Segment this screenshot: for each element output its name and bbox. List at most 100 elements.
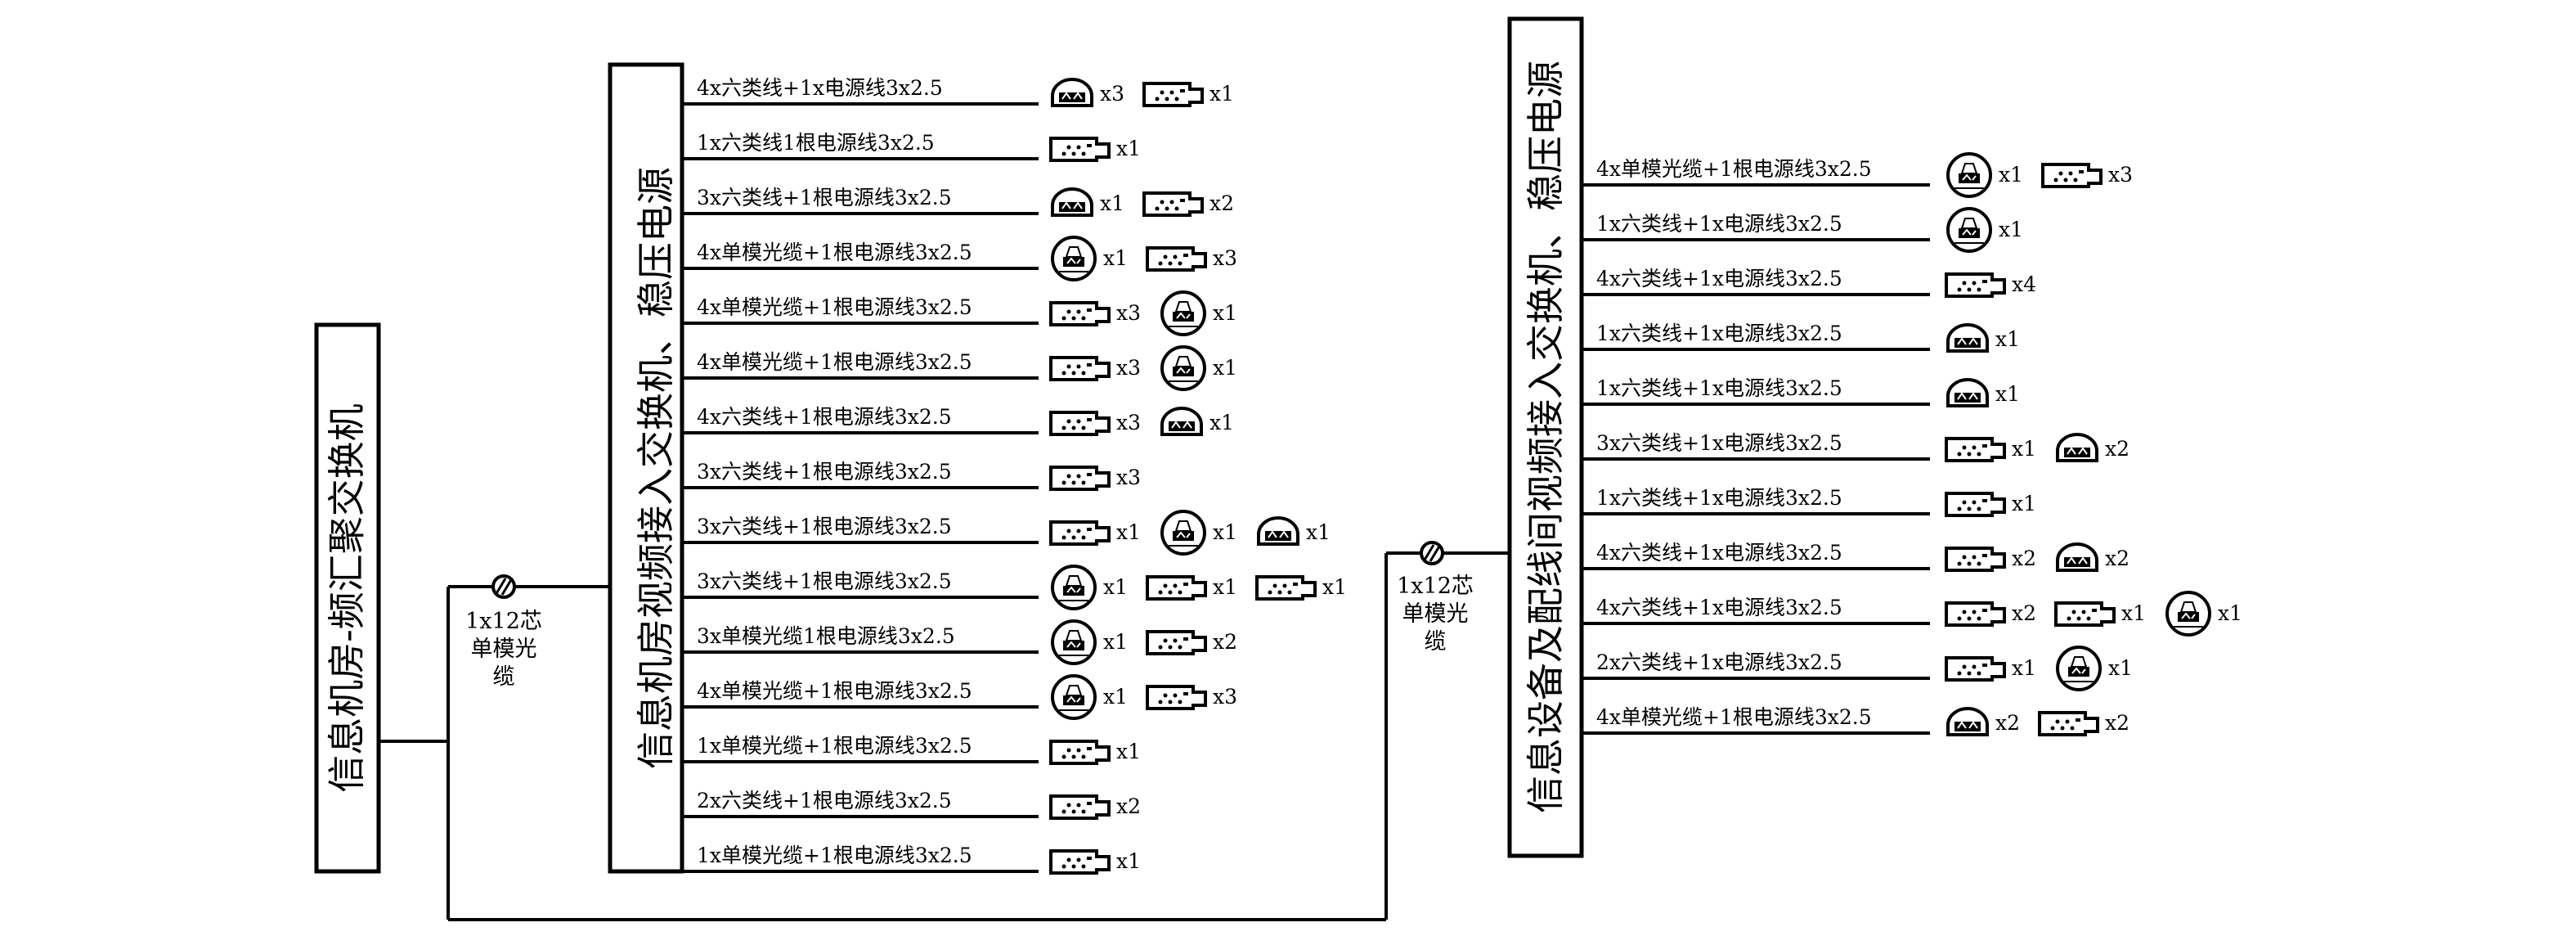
fiber-link-label-2: 单模光 xyxy=(1402,601,1469,627)
device-count: x1 xyxy=(1213,356,1237,380)
device-count: x4 xyxy=(2012,272,2036,296)
device-count: x2 xyxy=(2012,601,2036,625)
fiber-link-1: 1x12芯 单模光 缆 xyxy=(465,574,542,690)
cable-spec-label: 4x六类线+1x电源线3x2.5 xyxy=(1596,267,1842,290)
device-count: x1 xyxy=(1999,218,2023,241)
device-count: x1 xyxy=(1103,630,1128,654)
dome-camera-icon xyxy=(1051,78,1093,107)
cable-row: 1x六类线+1x电源线3x2.5 x1 xyxy=(1582,207,2023,253)
cable-spec-label: 4x六类线+1x电源线3x2.5 xyxy=(1596,596,1842,619)
device-count: x2 xyxy=(2105,437,2129,461)
cable-row: 4x单模光缆+1根电源线3x2.5 x1 x3 xyxy=(682,236,1237,281)
cable-spec-label: 1x六类线+1x电源线3x2.5 xyxy=(1596,376,1842,400)
bullet-camera-icon xyxy=(2054,601,2116,627)
device-count: x3 xyxy=(1213,246,1237,270)
bullet-camera-icon xyxy=(1945,601,2006,627)
device-count: x3 xyxy=(1213,685,1237,709)
device-count: x2 xyxy=(1995,711,2020,735)
fiber-link-2: 1x12芯 单模光 缆 xyxy=(1397,541,1474,655)
device-count: x3 xyxy=(1116,466,1141,489)
cable-spec-label: 1x六类线+1x电源线3x2.5 xyxy=(1596,322,1842,345)
cable-spec-label: 3x六类线+1根电源线3x2.5 xyxy=(697,460,952,484)
bullet-camera-icon xyxy=(1049,849,1111,875)
bullet-camera-icon xyxy=(1945,272,2006,298)
fiber-link-label-3: 缆 xyxy=(493,664,515,690)
cable-spec-label: 2x六类线+1x电源线3x2.5 xyxy=(1596,650,1842,674)
device-count: x2 xyxy=(2105,547,2129,570)
fiber-splice-icon xyxy=(491,574,516,599)
ptz-camera-icon xyxy=(2165,591,2211,637)
device-count: x1 xyxy=(1209,411,1234,434)
device-count: x1 xyxy=(1306,520,1331,544)
device-count: x1 xyxy=(1209,82,1234,106)
bullet-camera-icon xyxy=(2038,711,2099,736)
ptz-camera-icon xyxy=(1160,345,1206,391)
device-count: x3 xyxy=(2108,163,2133,187)
ptz-camera-icon xyxy=(1051,619,1097,665)
cable-spec-label: 3x六类线+1根电源线3x2.5 xyxy=(697,186,952,209)
bullet-camera-icon xyxy=(1255,575,1317,601)
cable-spec-label: 4x单模光缆+1根电源线3x2.5 xyxy=(697,241,972,264)
cable-spec-label: 1x六类线+1x电源线3x2.5 xyxy=(1596,212,1842,236)
device-count: x3 xyxy=(1116,411,1141,434)
ptz-camera-icon xyxy=(1051,674,1097,720)
cable-row: 4x六类线+1x电源线3x2.5 x4 xyxy=(1582,267,2036,298)
cable-spec-label: 4x六类线+1x电源线3x2.5 xyxy=(1596,541,1842,565)
bullet-camera-icon xyxy=(1049,301,1111,326)
dome-camera-icon xyxy=(2056,542,2098,572)
ptz-camera-icon xyxy=(1946,152,1992,198)
fiber-link-label-3: 缆 xyxy=(1425,629,1447,655)
bullet-camera-icon xyxy=(1945,492,2006,517)
device-count: x1 xyxy=(1103,246,1128,270)
cable-spec-label: 2x六类线+1根电源线3x2.5 xyxy=(697,789,952,812)
dome-camera-icon xyxy=(2056,433,2098,462)
dome-camera-icon xyxy=(1051,187,1093,217)
ptz-camera-icon xyxy=(1051,236,1097,281)
cable-spec-label: 1x六类线+1x电源线3x2.5 xyxy=(1596,486,1842,510)
ptz-camera-icon xyxy=(1946,207,1992,253)
device-count: x1 xyxy=(1116,520,1141,544)
device-count: x1 xyxy=(1213,520,1237,544)
device-count: x2 xyxy=(1213,630,1237,654)
bullet-camera-icon xyxy=(1945,547,2006,572)
bullet-camera-icon xyxy=(1945,656,2006,682)
dome-camera-icon xyxy=(1946,323,1989,353)
dome-camera-icon xyxy=(1160,407,1203,436)
device-count: x1 xyxy=(1116,137,1141,160)
device-count: x1 xyxy=(1103,685,1128,709)
dome-camera-icon xyxy=(1946,707,1989,736)
dome-camera-icon xyxy=(1946,378,1989,407)
device-count: x1 xyxy=(1116,740,1141,763)
device-count: x1 xyxy=(1103,575,1128,599)
device-count: x2 xyxy=(1209,191,1234,215)
cable-spec-label: 1x六类线1根电源线3x2.5 xyxy=(697,131,935,155)
ptz-camera-icon xyxy=(2056,646,2102,691)
device-count: x1 xyxy=(2121,601,2146,625)
fiber-link-label-1: 1x12芯 xyxy=(1397,574,1474,599)
device-count: x1 xyxy=(1100,191,1124,215)
device-count: x3 xyxy=(1116,301,1141,325)
bullet-camera-icon xyxy=(1146,685,1207,710)
device-count: x1 xyxy=(2012,437,2036,461)
fiber-link-label-2: 单模光 xyxy=(471,637,537,662)
device-count: x1 xyxy=(1116,849,1141,873)
bullet-camera-icon xyxy=(1049,520,1111,546)
ptz-camera-icon xyxy=(1051,565,1097,610)
cable-spec-label: 3x单模光缆1根电源线3x2.5 xyxy=(697,624,955,648)
cable-spec-label: 4x单模光缆+1根电源线3x2.5 xyxy=(1596,705,1872,729)
trunk-wiring xyxy=(379,551,1510,921)
